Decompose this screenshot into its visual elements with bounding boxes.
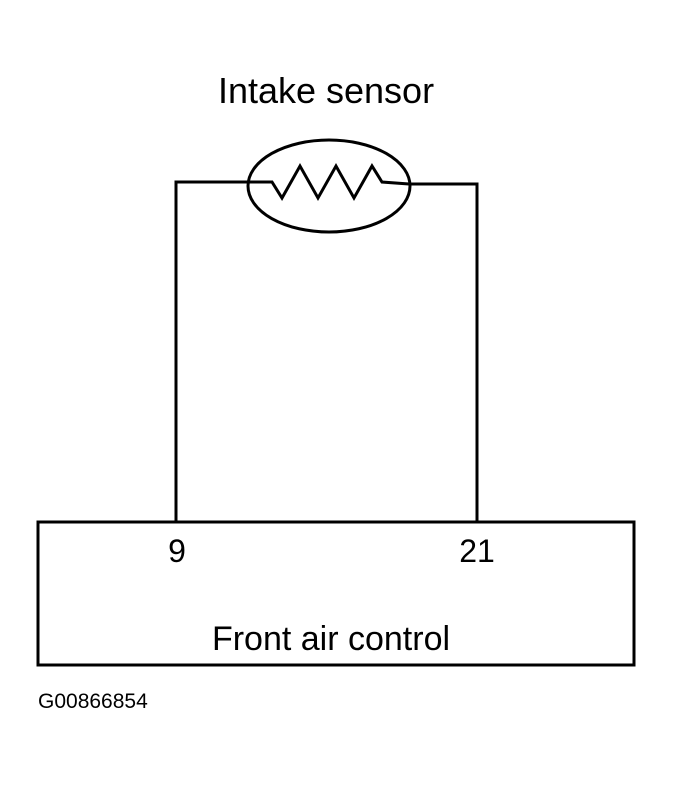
sensor-body	[246, 138, 412, 234]
pin-label-9: 9	[168, 533, 186, 569]
pin-label-21: 21	[459, 533, 495, 569]
controller-label: Front air control	[212, 620, 450, 658]
controller-box	[36, 520, 636, 667]
resistor-symbol	[248, 162, 410, 202]
sensor-label: Intake sensor	[218, 70, 434, 111]
wire-pin-21	[409, 182, 479, 522]
figure-code: G00866854	[38, 690, 148, 713]
wire-pin-9	[174, 180, 248, 522]
